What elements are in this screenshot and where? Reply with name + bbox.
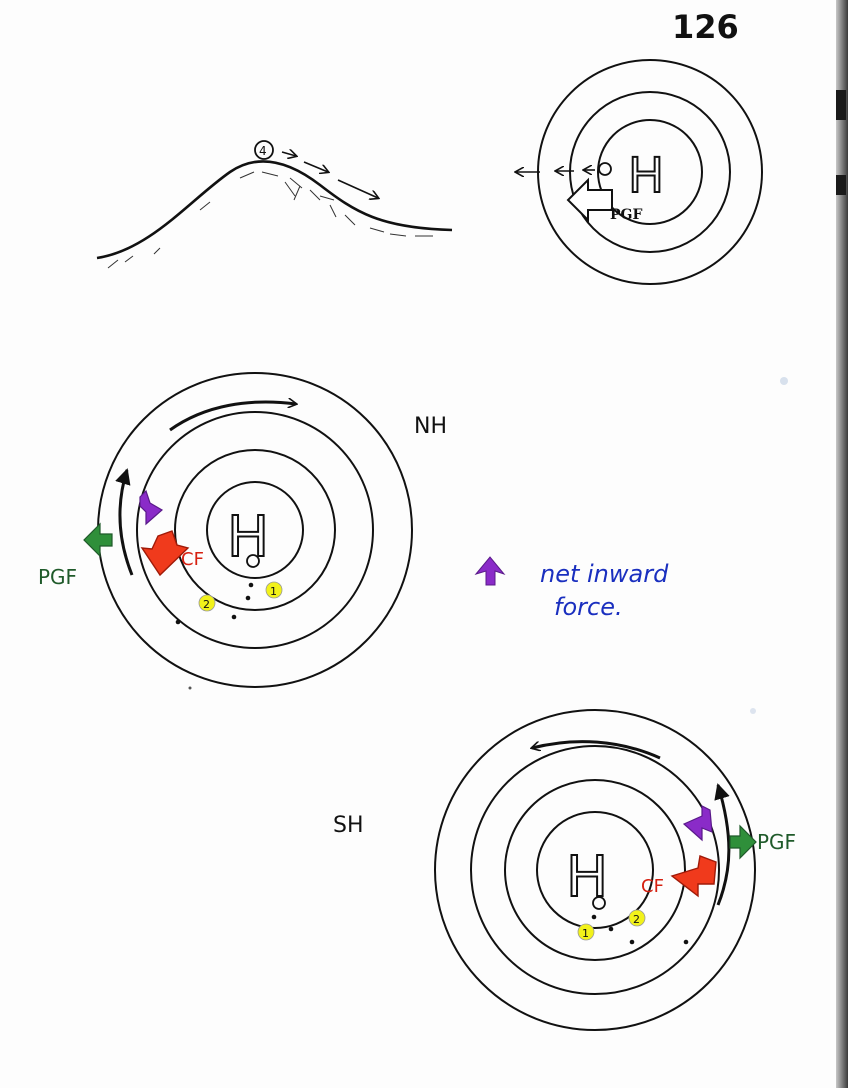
parcel-dot (629, 939, 635, 945)
hemisphere-label: SH (333, 813, 364, 838)
pgf-arrow (729, 824, 757, 860)
pgf-arrow-outline (566, 177, 613, 223)
cf-arrow (140, 530, 190, 577)
parcel-dot (245, 595, 251, 601)
hill-outline (96, 160, 453, 260)
pgf-label: PGF (610, 207, 642, 223)
hill-motion-arrow (281, 152, 296, 156)
hill-ball-label: 4 (259, 144, 267, 158)
cf-label: CF (641, 876, 664, 897)
scan-speck (780, 377, 788, 385)
position-marker (628, 909, 646, 927)
wind-direction-arrow (714, 783, 731, 906)
parcel-dot (248, 582, 254, 588)
position-marker-label: 2 (203, 598, 210, 611)
position-marker (577, 923, 595, 941)
hill-motion-arrow (303, 161, 328, 172)
hill-sketch: 4 (96, 140, 453, 269)
isobar (504, 779, 686, 961)
position-marker-label: 1 (582, 927, 589, 940)
wind-direction-arrow (115, 468, 134, 576)
position-marker (198, 594, 216, 612)
legend-text-line2: force. (554, 593, 623, 621)
scan-speck (188, 686, 192, 690)
wind-direction-arrow (532, 740, 661, 760)
parcel-dot (175, 619, 181, 625)
wind-direction-arrow (169, 402, 296, 432)
high-pressure-label: H (227, 505, 269, 570)
high-pressure-label: H (566, 845, 608, 910)
position-marker-label: 2 (633, 913, 640, 926)
isobar (597, 119, 703, 225)
parcel-dot (683, 939, 689, 945)
legend-net-force-arrow (474, 556, 506, 586)
isobar (136, 411, 374, 649)
pgf-label: PGF (38, 565, 77, 589)
air-parcel (598, 162, 612, 176)
parcel-dot (608, 926, 614, 932)
legend-text-line1: net inward (540, 560, 669, 588)
pgf-label: PGF (757, 830, 796, 854)
high-pressure-label: H (628, 148, 664, 204)
parcel-dot (231, 614, 237, 620)
scan-edge-mark (836, 175, 846, 195)
cf-arrow (670, 855, 717, 898)
hill-hatching (107, 171, 433, 269)
air-parcel (246, 554, 260, 568)
isobar (434, 709, 756, 1031)
sh-diagram: H PGF CF 1 2 SH (333, 709, 796, 1031)
hemisphere-label: NH (414, 414, 447, 439)
air-parcel (592, 896, 606, 910)
isobar (470, 745, 720, 995)
position-marker (265, 581, 283, 599)
isobar (174, 449, 336, 611)
isobar (569, 91, 731, 253)
scan-edge-mark (836, 90, 846, 120)
page-number: 126 (672, 8, 739, 46)
parcel-dot (591, 914, 597, 920)
nh-diagram: H PGF CF 1 2 NH (38, 372, 447, 688)
pgf-arrow (83, 522, 113, 558)
legend: net inward force. (474, 556, 669, 621)
high-pressure-diagram-top: H PGF (516, 59, 763, 285)
scan-edge (836, 0, 848, 1088)
isobar (536, 811, 654, 929)
hill-ball (254, 140, 274, 160)
scan-speck (750, 708, 756, 714)
hill-motion-arrow (337, 179, 378, 198)
position-marker-label: 1 (270, 585, 277, 598)
net-force-arrow (682, 805, 713, 842)
cf-label: CF (181, 549, 204, 570)
isobar (206, 481, 304, 579)
net-force-arrow (139, 489, 164, 526)
